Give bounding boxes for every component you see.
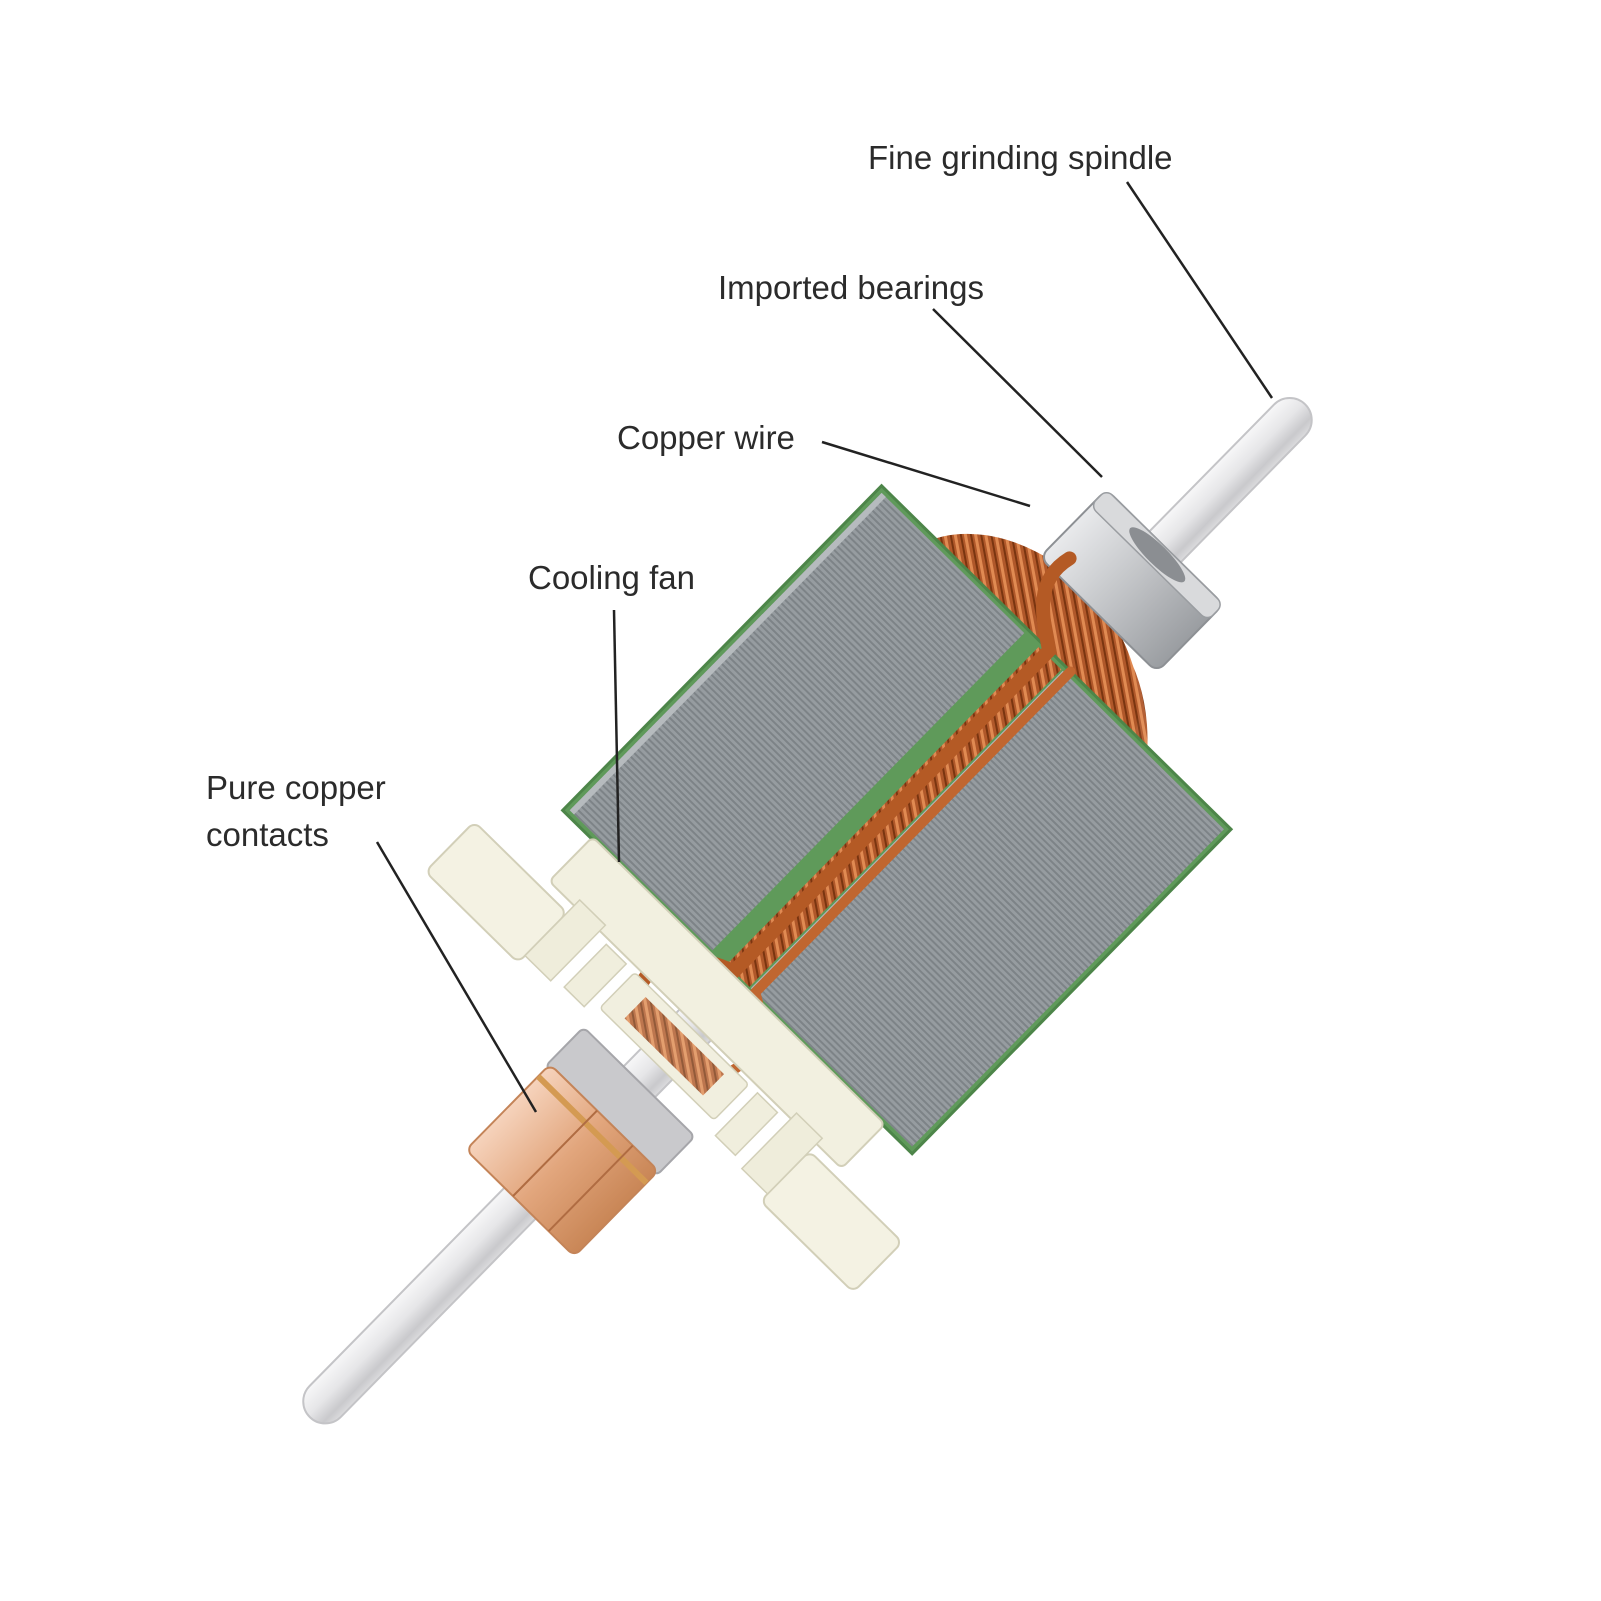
leader-line-bearings xyxy=(932,308,1103,478)
label-imported-bearings: Imported bearings xyxy=(718,269,984,306)
bearing xyxy=(1043,492,1221,670)
leader-lines xyxy=(375,181,1274,1113)
rotor-assembly xyxy=(302,396,1313,1425)
leader-line-contacts xyxy=(375,841,538,1113)
cooling-fan-frame xyxy=(427,823,900,1290)
label-cooling-fan: Cooling fan xyxy=(528,559,695,596)
commutator xyxy=(468,1028,694,1255)
label-copper-wire: Copper wire xyxy=(617,419,795,456)
label-pure-copper-contacts: Pure copper contacts xyxy=(206,764,386,858)
label-contacts-line2: contacts xyxy=(206,816,329,853)
leader-line-spindle xyxy=(1125,181,1274,399)
label-contacts-line1: Pure copper xyxy=(206,769,386,806)
label-fine-grinding-spindle: Fine grinding spindle xyxy=(868,139,1173,176)
leader-line-cooling-fan xyxy=(612,609,621,863)
leader-line-copper-wire xyxy=(821,440,1031,508)
